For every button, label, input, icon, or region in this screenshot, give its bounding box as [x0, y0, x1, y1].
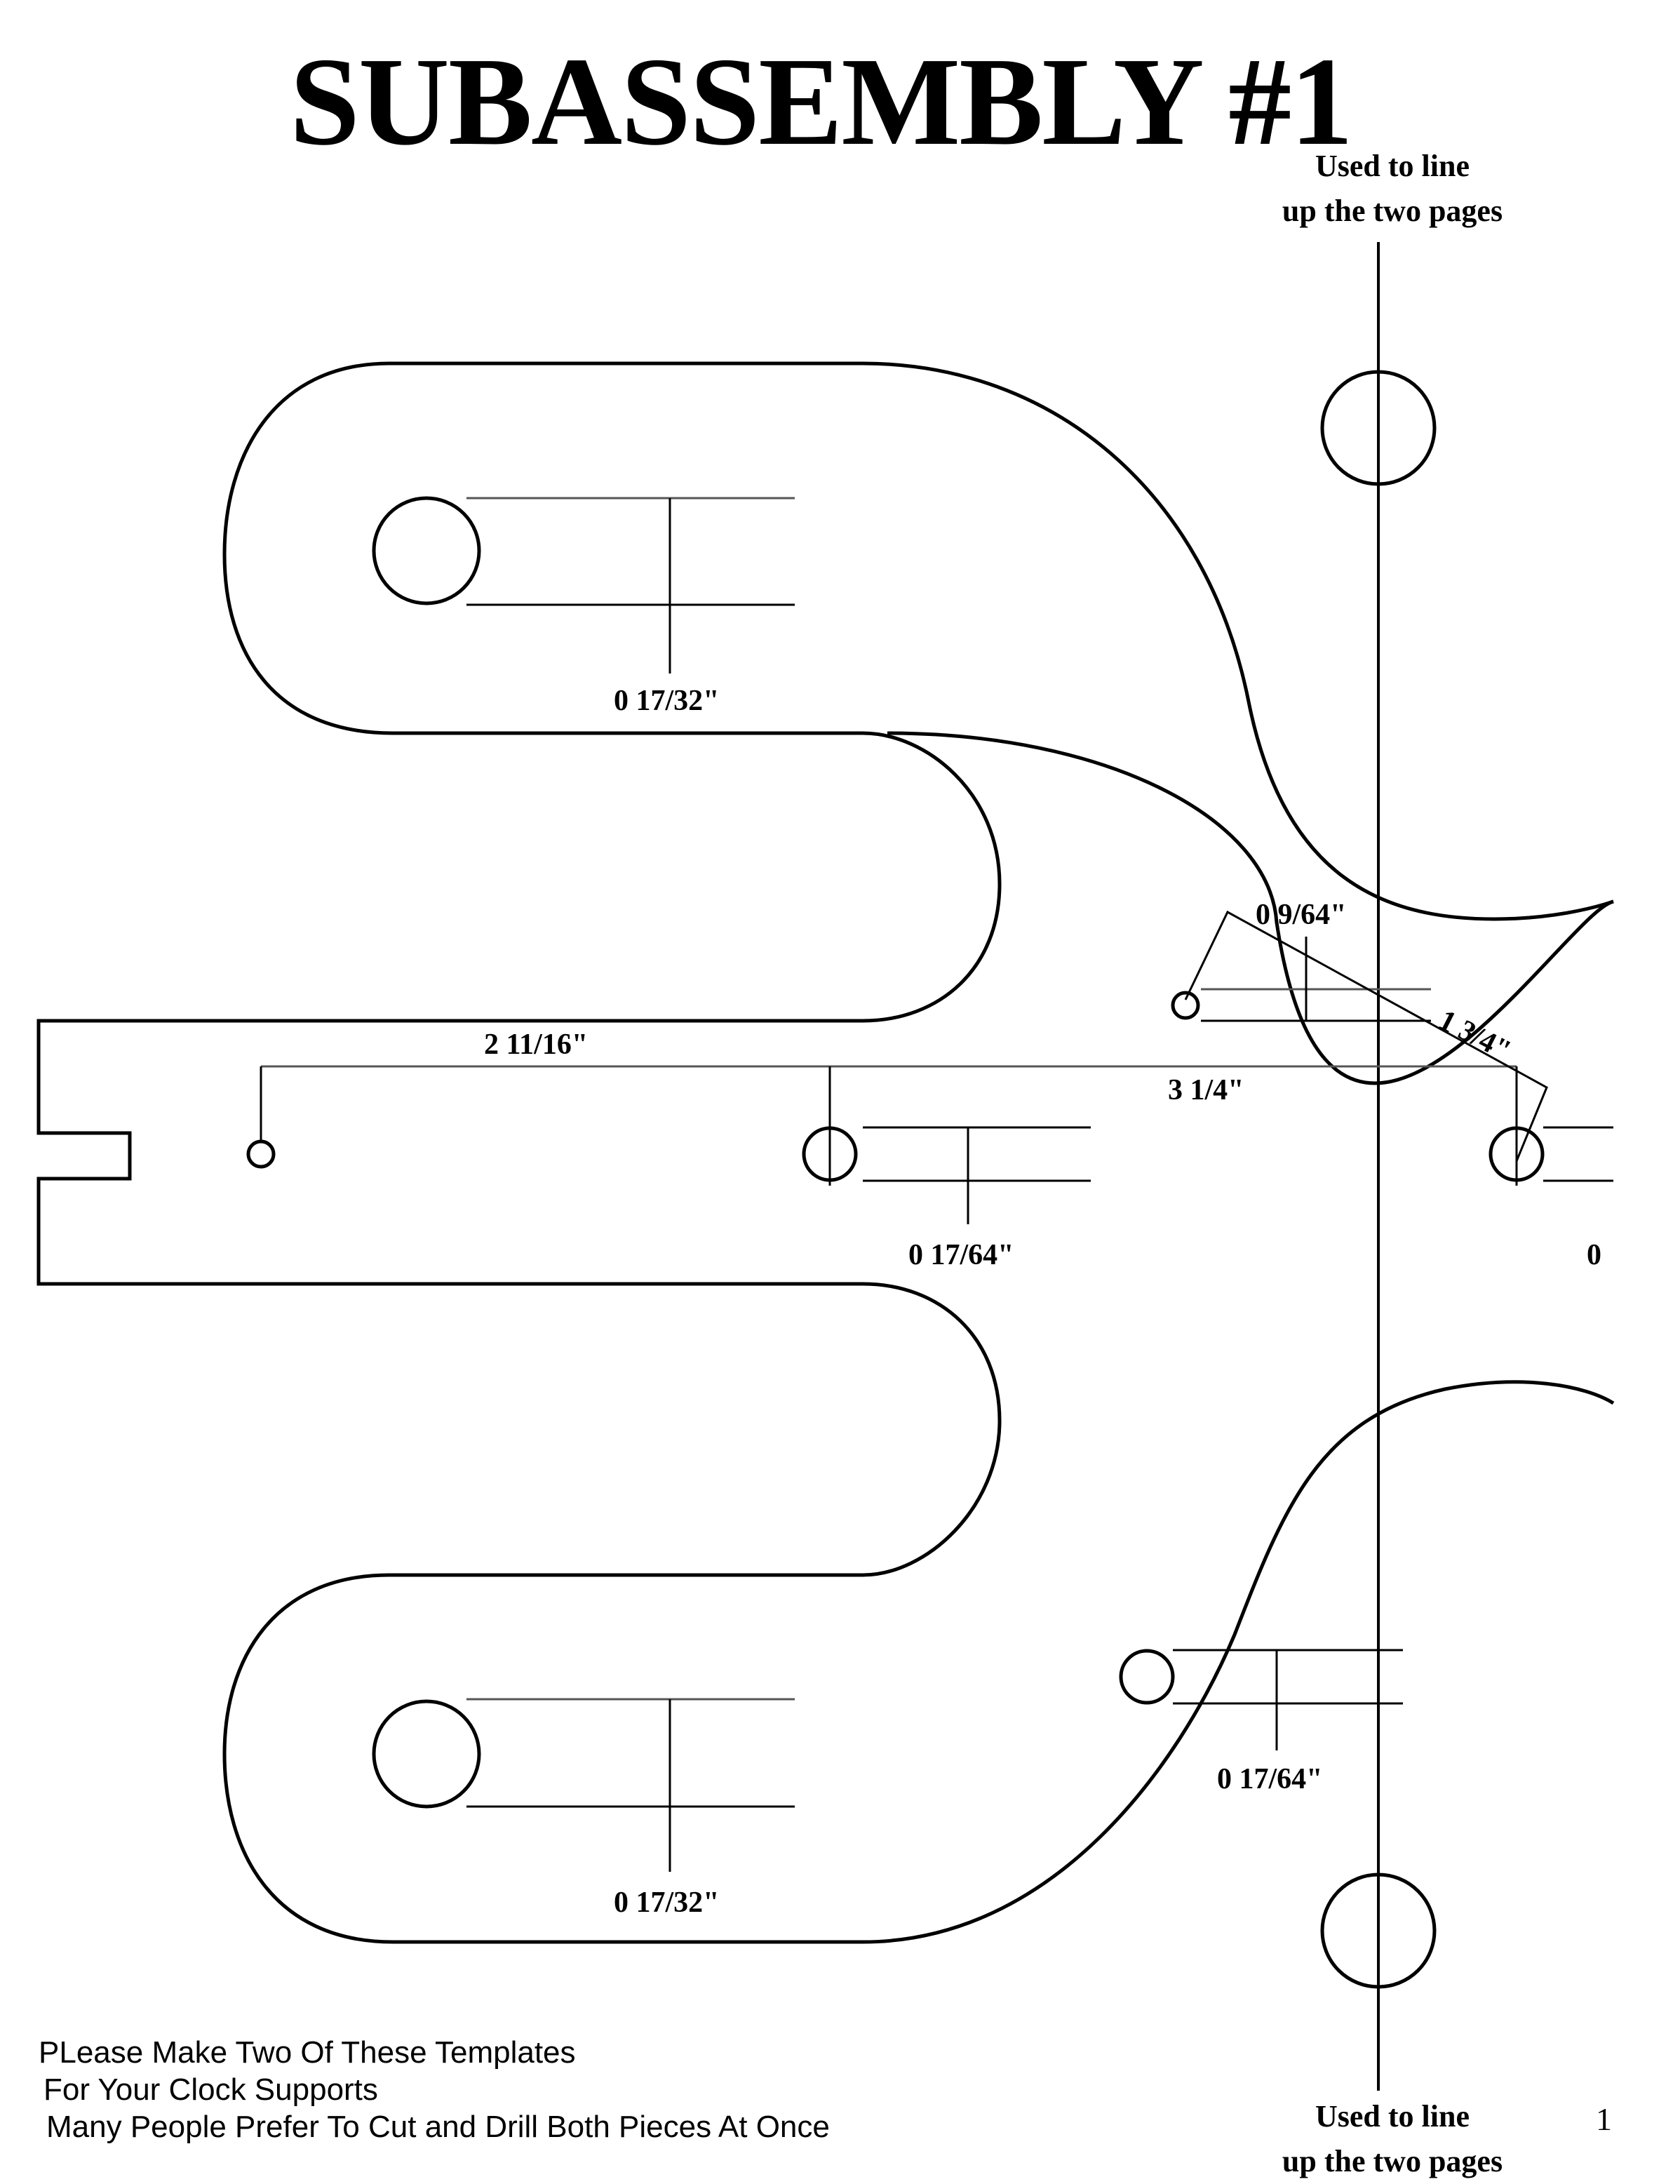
bracket-outline	[887, 731, 1614, 1085]
upper-arm-outline	[36, 361, 1615, 1944]
alignment-note-bottom-line-2: up the two pages	[1282, 2144, 1503, 2178]
page-title: SUBASSEMBLY #1	[289, 32, 1353, 171]
small-upper-hole	[1171, 991, 1200, 1020]
dim-upper-hole: 0 17/32"	[614, 685, 720, 717]
alignment-note-top: Used to line up the two pages	[1238, 144, 1547, 234]
dim-lower-small-hole: 0 17/64"	[1217, 1763, 1323, 1795]
upper-large-hole	[372, 496, 481, 605]
dim-right-cut-off: 0	[1587, 1239, 1601, 1271]
alignment-note-top-line-2: up the two pages	[1282, 194, 1503, 228]
dim-span-left: 2 11/16"	[484, 1029, 589, 1061]
bottom-alignment-hole	[1320, 1873, 1437, 1989]
alignment-note-top-line-1: Used to line	[1315, 149, 1470, 183]
page-number: 1	[1596, 2101, 1612, 2137]
top-alignment-hole	[1320, 370, 1437, 486]
dim-lower-hole: 0 17/32"	[614, 1887, 720, 1919]
footer-line-1: PLease Make Two Of These Templates	[39, 2035, 576, 2070]
footer-line-3: Many People Prefer To Cut and Drill Both…	[46, 2110, 830, 2144]
dim-small-hole-top: 0 9/64"	[1256, 899, 1347, 931]
lower-large-hole	[372, 1699, 481, 1809]
dim-span-right: 3 1/4"	[1168, 1074, 1244, 1106]
alignment-note-bottom-line-1: Used to line	[1315, 2099, 1470, 2133]
upper-curve-outline	[862, 361, 1614, 921]
diagonal-dimension-line	[1184, 910, 1548, 1162]
small-pivot-hole	[246, 1139, 276, 1169]
lower-small-hole	[1119, 1649, 1175, 1705]
dim-center-hole: 0 17/64"	[908, 1239, 1014, 1271]
alignment-note-bottom: Used to line up the two pages	[1238, 2094, 1547, 2184]
footer-line-2: For Your Clock Supports	[43, 2072, 378, 2107]
